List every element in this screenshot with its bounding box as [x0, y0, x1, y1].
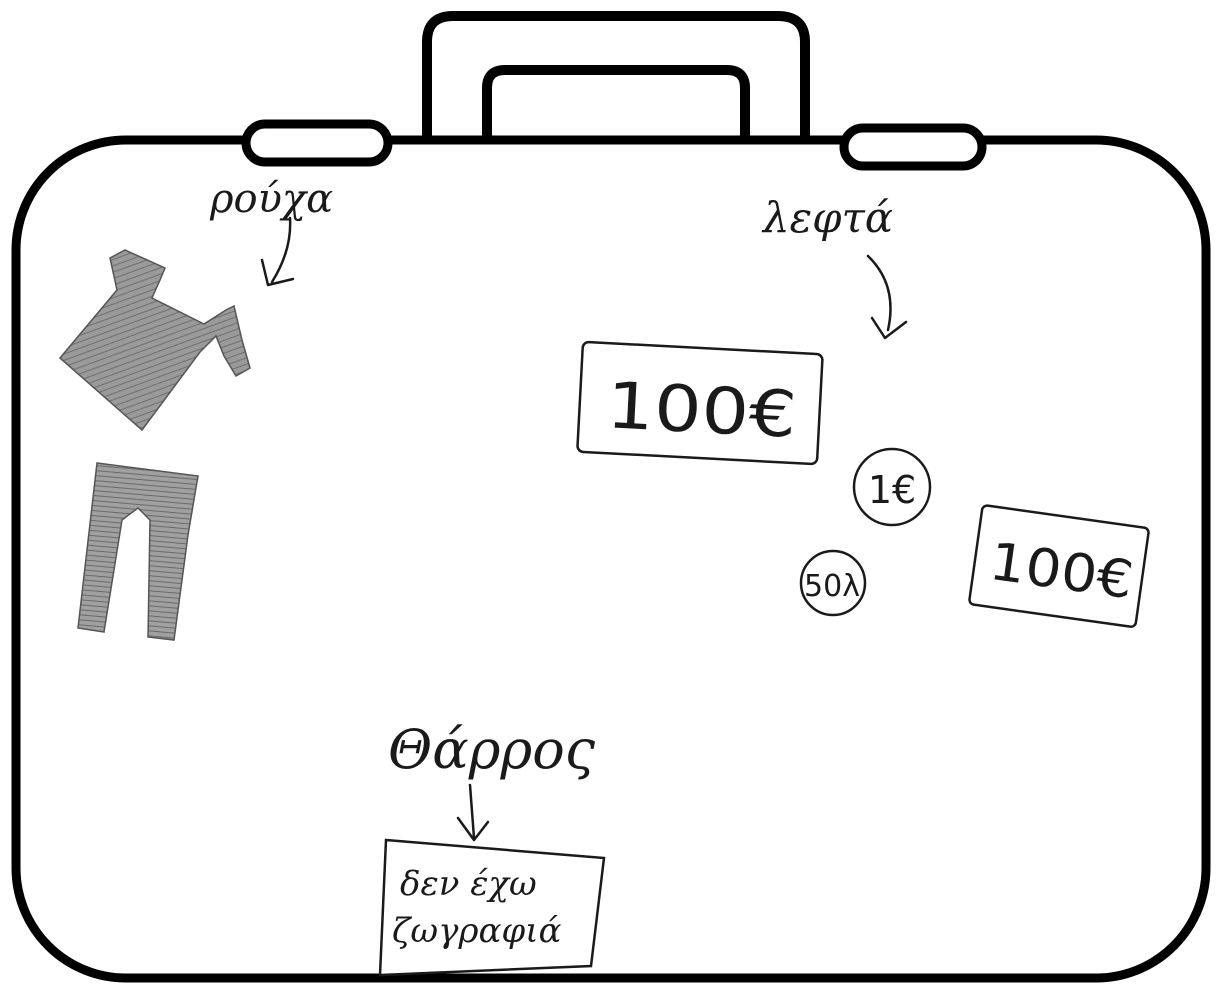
coin-one-value: 1€: [868, 468, 916, 512]
clip-left: [246, 124, 388, 162]
banknote-top-value: 100€: [605, 369, 799, 453]
courage-note-line1: δεν έχω: [400, 864, 537, 904]
clothes-label: ρούχα: [209, 176, 333, 222]
clip-right: [844, 128, 982, 166]
coin-one-euro: 1€: [854, 449, 930, 525]
money-label: λεφτά: [761, 193, 893, 242]
banknote-right: 100€: [969, 505, 1149, 627]
coin-fifty-cents: 50λ: [801, 551, 865, 615]
courage-label: Θάρρος: [388, 718, 596, 781]
suitcase-handle: [427, 16, 805, 145]
coin-fifty-value: 50λ: [804, 569, 860, 604]
courage-note: δεν έχω ζωγραφιά: [380, 840, 604, 975]
banknote-top: 100€: [577, 342, 822, 464]
courage-note-line2: ζωγραφιά: [392, 911, 562, 951]
